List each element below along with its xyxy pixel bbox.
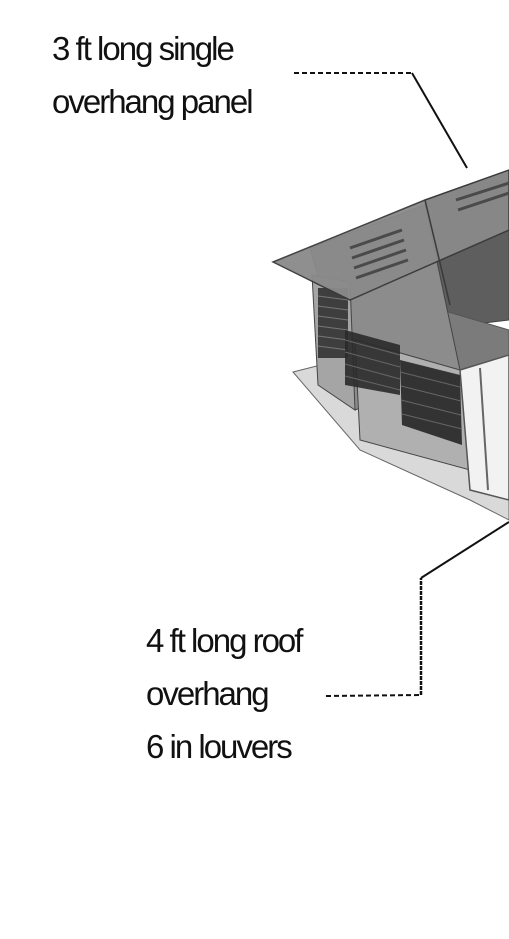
annotation-bottom-line-3: 6 in louvers [146, 728, 293, 765]
louver-stack-mid [344, 330, 401, 395]
annotation-bottom-line-1: 4 ft long roof [146, 622, 303, 659]
louver-stack-right [399, 360, 463, 445]
louver-stack-left [317, 288, 349, 358]
leader-line-top [294, 72, 468, 169]
annotation-bottom: 4 ft long roof overhang 6 in louvers [146, 614, 303, 773]
annotation-top-line-2: overhang panel [52, 83, 254, 120]
annotation-top-line-1: 3 ft long single [52, 30, 235, 67]
leader-line-bottom [325, 521, 509, 697]
roof-louvers [349, 181, 509, 280]
annotation-bottom-line-2: overhang [146, 675, 270, 712]
annotation-top: 3 ft long single overhang panel [52, 22, 254, 128]
roof-edge [424, 199, 451, 306]
mullion [479, 367, 489, 491]
